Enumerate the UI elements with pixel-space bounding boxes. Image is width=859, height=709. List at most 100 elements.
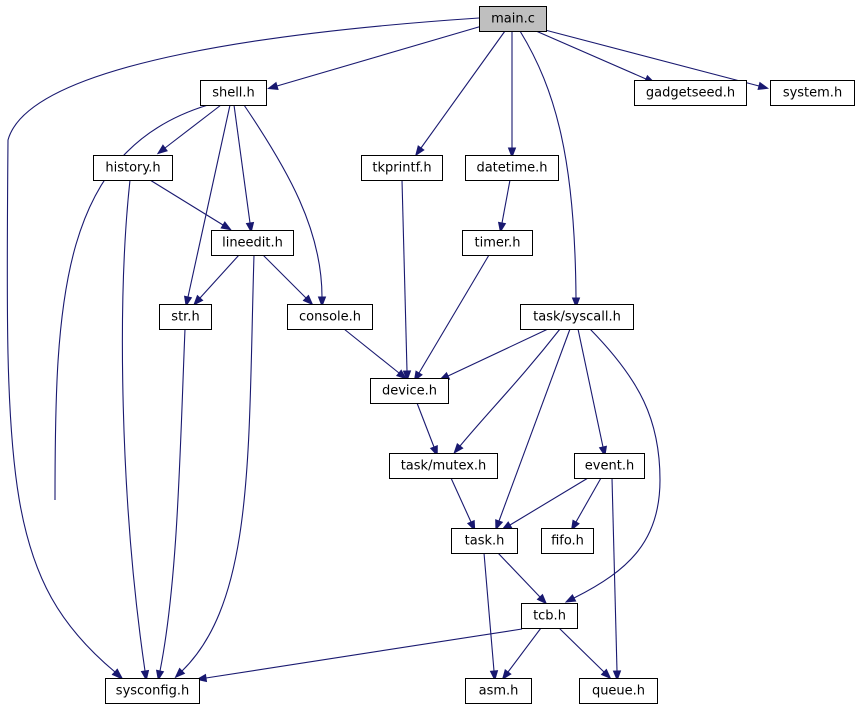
edge-task-to-tcb bbox=[497, 552, 548, 605]
node-label: shell.h bbox=[212, 86, 255, 101]
arrowhead-icon bbox=[612, 670, 622, 682]
arrowhead-icon bbox=[302, 294, 314, 306]
node-label: device.h bbox=[382, 384, 437, 399]
edge-tcb-to-asm bbox=[501, 627, 542, 681]
edge-line bbox=[401, 179, 408, 372]
edge-line bbox=[418, 254, 490, 374]
node-task[interactable]: task.h bbox=[451, 528, 518, 554]
edge-line bbox=[6, 17, 480, 673]
edge-line bbox=[611, 477, 618, 672]
edge-line bbox=[577, 328, 604, 448]
edge-line bbox=[416, 402, 435, 448]
node-label: fifo.h bbox=[551, 534, 584, 549]
arrowhead-icon bbox=[245, 221, 255, 234]
node-box bbox=[211, 230, 294, 256]
edge-event-to-fifo bbox=[570, 477, 602, 532]
arrowhead-icon bbox=[156, 144, 168, 155]
node-mutex[interactable]: task/mutex.h bbox=[389, 453, 498, 479]
edge-line bbox=[450, 477, 472, 523]
node-label: sysconfig.h bbox=[116, 684, 189, 699]
edge-mutex-to-task bbox=[450, 477, 476, 532]
node-label: console.h bbox=[299, 310, 361, 325]
node-label: event.h bbox=[585, 459, 634, 474]
node-box bbox=[465, 678, 532, 704]
edge-line bbox=[483, 552, 495, 672]
edge-line bbox=[199, 254, 240, 299]
edge-syscall-to-task bbox=[495, 328, 571, 531]
node-sysconfig[interactable]: sysconfig.h bbox=[105, 678, 200, 704]
edge-line bbox=[243, 104, 323, 298]
node-label: task/syscall.h bbox=[533, 310, 621, 325]
edge-main-to-system bbox=[544, 29, 770, 90]
node-main[interactable]: main.c bbox=[479, 6, 547, 32]
edge-tkprintf-to-device bbox=[401, 179, 412, 382]
edge-task-to-asm bbox=[483, 552, 499, 682]
edge-line bbox=[187, 104, 231, 298]
arrowhead-icon bbox=[111, 668, 123, 680]
node-box bbox=[200, 80, 267, 106]
node-shell[interactable]: shell.h bbox=[200, 80, 267, 106]
node-tcb[interactable]: tcb.h bbox=[521, 603, 578, 629]
arrowhead-icon bbox=[414, 145, 425, 157]
arrowhead-icon bbox=[497, 221, 507, 234]
edge-line bbox=[447, 328, 549, 377]
node-box bbox=[361, 155, 443, 181]
arrowhead-icon bbox=[140, 669, 150, 682]
node-box bbox=[287, 304, 373, 330]
edge-syscall-to-device bbox=[438, 328, 549, 381]
edge-lineedit-to-sysconfig bbox=[174, 254, 255, 679]
node-syscall[interactable]: task/syscall.h bbox=[520, 304, 634, 330]
edge-line bbox=[501, 179, 511, 224]
edge-line bbox=[159, 328, 186, 672]
edge-shell-to-lineedit bbox=[233, 104, 255, 234]
graph-nodes: main.c shell.h gadgetseed.h system.h history… bbox=[93, 6, 855, 704]
edge-syscall-to-tcb bbox=[564, 328, 661, 603]
edge-event-to-queue bbox=[611, 477, 622, 682]
arrowhead-icon bbox=[193, 294, 204, 306]
node-history[interactable]: history.h bbox=[93, 155, 173, 181]
node-timer[interactable]: timer.h bbox=[462, 230, 533, 256]
node-box bbox=[520, 304, 634, 330]
node-tkprintf[interactable]: tkprintf.h bbox=[361, 155, 443, 181]
arrowhead-icon bbox=[317, 296, 327, 308]
edge-line bbox=[498, 328, 571, 522]
node-lineedit[interactable]: lineedit.h bbox=[211, 230, 294, 256]
node-label: str.h bbox=[171, 310, 199, 325]
node-box bbox=[451, 528, 518, 554]
edge-line bbox=[121, 179, 146, 672]
edge-shell-to-str bbox=[183, 104, 231, 308]
arrowhead-icon bbox=[429, 444, 438, 457]
edge-lineedit-to-console bbox=[262, 254, 314, 306]
node-console[interactable]: console.h bbox=[287, 304, 373, 330]
node-queue[interactable]: queue.h bbox=[579, 678, 658, 704]
node-str[interactable]: str.h bbox=[159, 304, 212, 330]
node-system[interactable]: system.h bbox=[770, 80, 855, 106]
node-box bbox=[370, 378, 449, 404]
edge-shell-to-history bbox=[156, 104, 222, 155]
edge-line bbox=[164, 104, 222, 149]
node-label: queue.h bbox=[592, 684, 645, 699]
edge-syscall-to-event bbox=[577, 328, 608, 458]
edge-history-to-lineedit bbox=[149, 179, 232, 231]
node-gadgetseed[interactable]: gadgetseed.h bbox=[634, 80, 747, 106]
edge-line bbox=[343, 328, 400, 374]
node-fifo[interactable]: fifo.h bbox=[541, 528, 594, 554]
node-event[interactable]: event.h bbox=[574, 453, 645, 479]
arrowhead-icon bbox=[536, 593, 548, 605]
edge-line bbox=[507, 627, 542, 673]
edge-console-to-device bbox=[343, 328, 408, 380]
graph-edges bbox=[6, 17, 770, 683]
edge-main-to-gadgetseed bbox=[535, 30, 656, 84]
node-device[interactable]: device.h bbox=[370, 378, 449, 404]
node-label: task/mutex.h bbox=[401, 459, 487, 474]
node-box bbox=[634, 80, 747, 106]
node-asm[interactable]: asm.h bbox=[465, 678, 532, 704]
node-label: datetime.h bbox=[476, 161, 547, 176]
node-datetime[interactable]: datetime.h bbox=[465, 155, 559, 181]
edge-line bbox=[262, 254, 307, 299]
arrowhead-icon bbox=[395, 369, 408, 380]
node-label: gadgetseed.h bbox=[646, 86, 735, 101]
edge-history-to-sysconfig bbox=[121, 179, 150, 682]
node-box bbox=[462, 230, 533, 256]
